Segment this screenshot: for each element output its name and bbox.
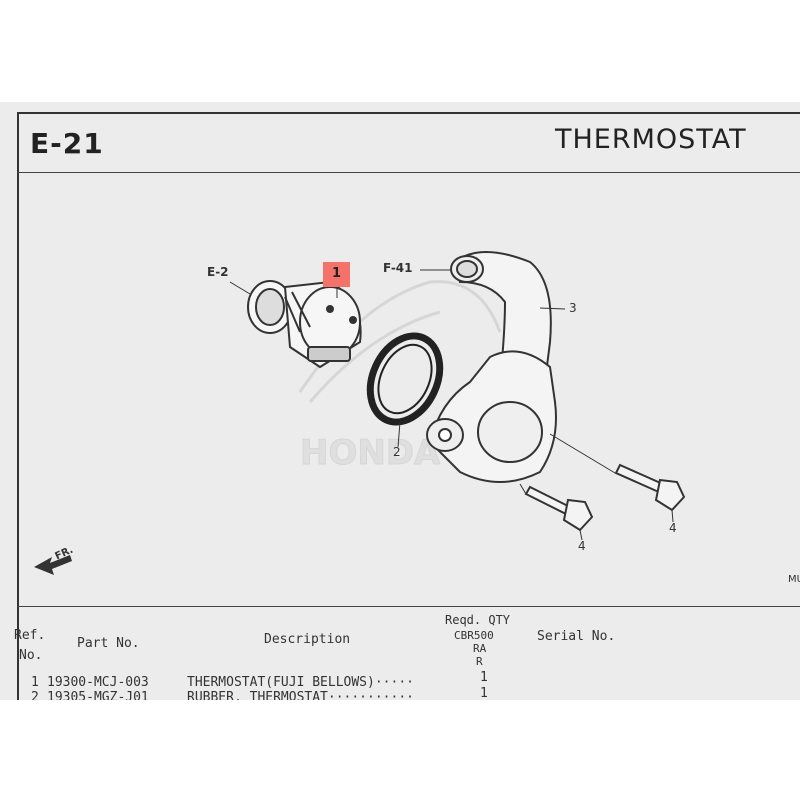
- watermark-text: HONDA: [300, 433, 441, 473]
- reference-e2-label: E-2: [207, 265, 229, 279]
- row-part-no: 19300-MCJ-003: [47, 675, 149, 690]
- section-code: E-21: [30, 127, 104, 160]
- header-serial-no: Serial No.: [537, 629, 616, 644]
- section-title: THERMOSTAT: [555, 124, 747, 155]
- front-arrow-icon: [34, 555, 72, 575]
- header-ref-line1: Ref.: [14, 628, 46, 643]
- rubber-ring-part: [366, 332, 444, 426]
- row-qty: 1: [480, 686, 488, 700]
- header-model-line3: R: [476, 655, 483, 668]
- edge-code-label: MU: [788, 574, 800, 585]
- header-description: Description: [264, 632, 351, 647]
- header-model-line1: CBR500: [454, 629, 494, 642]
- part2-callout: 2: [393, 445, 401, 459]
- thermostat-part: [247, 280, 362, 369]
- header-model-line2: RA: [473, 642, 487, 655]
- bolt-part-b: [614, 463, 686, 512]
- header-ref: Ref. No.: [14, 629, 45, 663]
- part3-callout: 3: [569, 301, 577, 315]
- row-ref: 1: [31, 675, 39, 690]
- part4-callout-a: 4: [578, 539, 586, 553]
- bolt-part-a: [524, 485, 594, 532]
- reference-f41-label: F-41: [383, 261, 413, 275]
- header-part-no: Part No.: [77, 636, 140, 651]
- row-ref: 2: [31, 690, 39, 700]
- honda-watermark: HONDA: [298, 280, 502, 474]
- exploded-diagram: HONDA: [34, 251, 686, 575]
- leader-lines: [229, 269, 674, 541]
- part1-callout-highlighted: 1: [323, 262, 350, 287]
- page-frame: [17, 112, 800, 700]
- parts-catalog-page: E-21 THERMOSTAT HONDA: [0, 102, 800, 700]
- row-qty: 1: [480, 670, 488, 685]
- table-top-rule: [17, 606, 800, 607]
- header-divider: [17, 172, 800, 173]
- header-ref-line2: No.: [19, 648, 43, 663]
- row-description: RUBBER, THERMOSTAT···········: [187, 690, 414, 700]
- thermostat-cover-part: [426, 251, 557, 483]
- part4-callout-b: 4: [669, 521, 677, 535]
- row-part-no: 19305-MGZ-J01: [47, 690, 149, 700]
- header-reqd-qty: Reqd. QTY: [445, 613, 511, 627]
- row-description: THERMOSTAT(FUJI BELLOWS)·····: [187, 675, 414, 690]
